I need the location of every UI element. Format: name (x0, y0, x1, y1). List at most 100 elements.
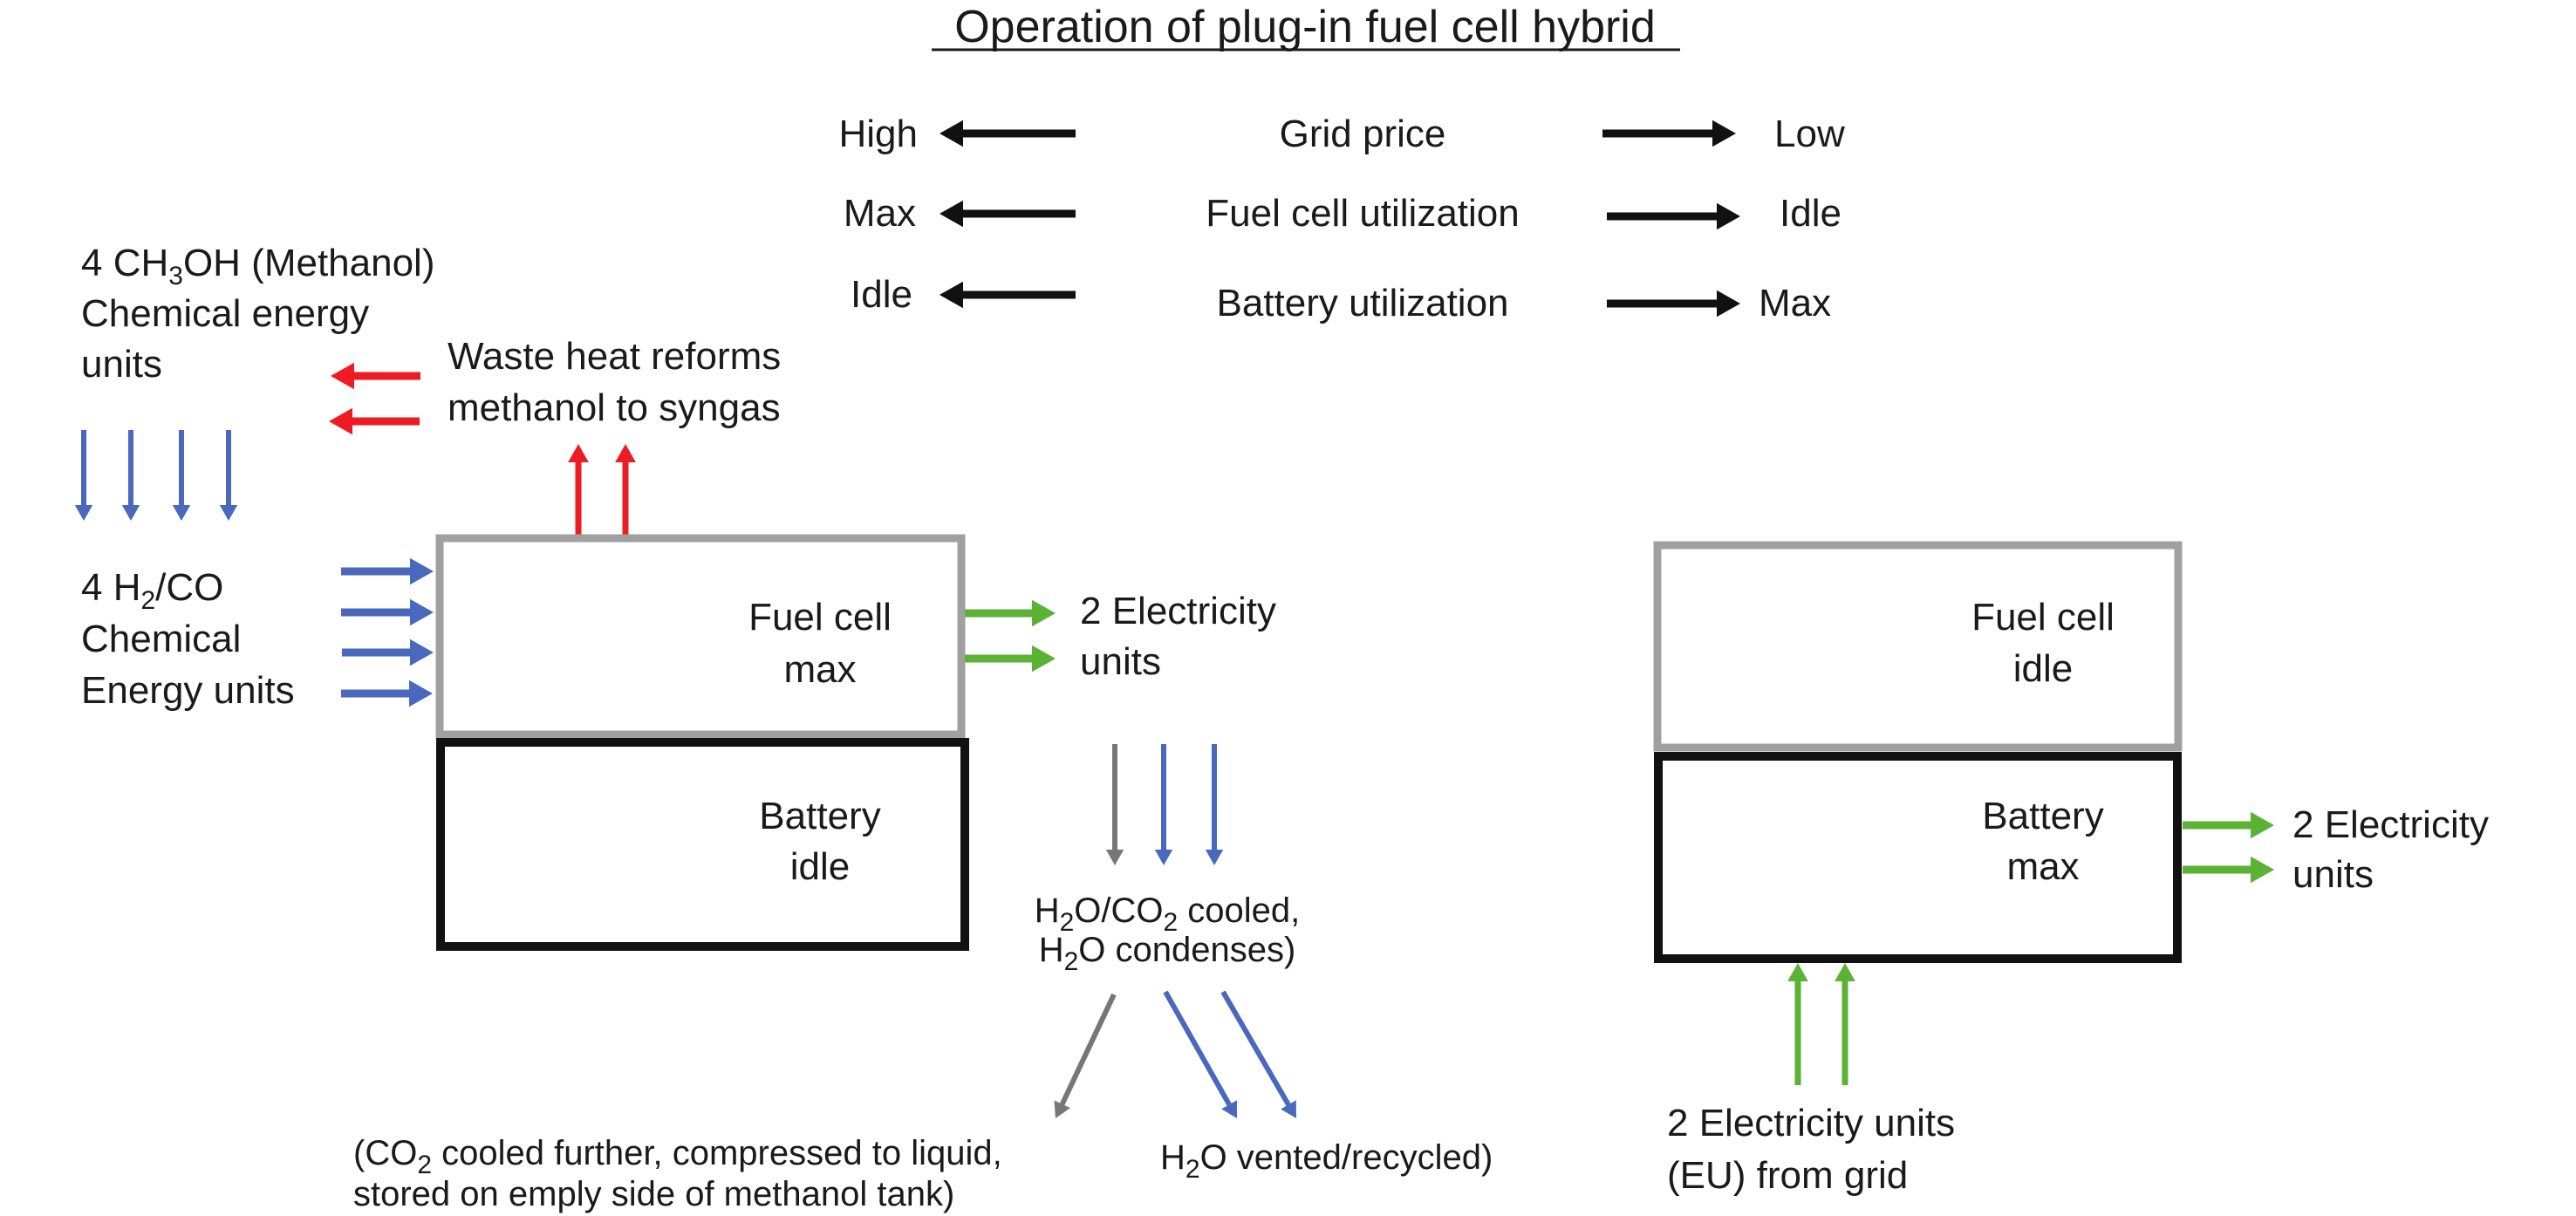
arrow-head (1717, 202, 1740, 230)
text-run: Chemical (81, 618, 241, 660)
subscript: 2 (1064, 947, 1079, 976)
text-run: stored on emply side of methanol tank) (353, 1175, 954, 1213)
text-run: Chemical energy (81, 292, 369, 335)
fuel-cell-frame (435, 534, 966, 739)
electricity-line-2: units (2292, 853, 2374, 896)
down-arrow-icon (1154, 744, 1173, 865)
text-run: (CO (353, 1134, 417, 1172)
right-arrow-icon (965, 645, 1056, 673)
arrow-shaft (1163, 990, 1232, 1106)
label-line: 4 CH3OH (Methanol) (81, 242, 434, 290)
up-arrow-icon (1787, 963, 1808, 1085)
grid-in-arrows (1787, 963, 1855, 1085)
electricity-out-label-right: 2 Electricity units (2292, 803, 2489, 896)
diagram-title: Operation of plug-in fuel cell hybrid (954, 2, 1656, 52)
arrow-head (329, 407, 352, 435)
arrow-head (940, 281, 963, 309)
subscript: 2 (1060, 908, 1075, 937)
legend-center-label: Fuel cell utilization (1206, 192, 1520, 235)
grid-in-line-1: 2 Electricity units (1667, 1102, 1955, 1144)
syngas-arrows (341, 557, 434, 707)
arrow-head (568, 444, 589, 462)
label-line: Energy units (81, 669, 295, 712)
fuel-cell-box-left: Fuel cell max (435, 534, 966, 739)
waste-heat-line-1: Waste heat reforms (448, 335, 781, 378)
legend: High Grid price Low Max Fuel cell utiliz… (839, 113, 1845, 324)
right-arrow-icon (2183, 811, 2274, 839)
left-mode-fuel-cell-max: 4 CH3OH (Methanol)Chemical energy units W… (74, 242, 1493, 1213)
label-line: stored on emply side of methanol tank) (353, 1175, 954, 1213)
text-run: 4 H (81, 566, 140, 609)
arrow-head (410, 598, 434, 626)
text-run: /CO (155, 566, 223, 609)
text-run: O condenses) (1078, 931, 1295, 969)
electricity-line-1: 2 Electricity (1080, 590, 1276, 632)
legend-center-label: Battery utilization (1216, 282, 1508, 324)
arrow-head (1205, 850, 1224, 865)
up-arrow-icon (615, 444, 636, 535)
text-run: 4 CH (81, 242, 168, 284)
title-group: Operation of plug-in fuel cell hybrid (932, 2, 1680, 52)
right-mode-battery-max: Fuel cell idle Battery max 2 Electricity… (1653, 541, 2489, 1197)
text-run: units (81, 343, 162, 386)
left-arrow-icon (940, 120, 1076, 147)
arrow-head (1054, 1100, 1070, 1118)
arrow-head (121, 505, 140, 521)
battery-box-right: Battery max (1654, 752, 2182, 963)
text-run: OH (Methanol) (183, 242, 435, 284)
electricity-out-label-left: 2 Electricity units (1080, 590, 1276, 683)
h2o-diagonal-arrow-icon (1220, 990, 1296, 1118)
legend-left-label: Idle (851, 273, 912, 316)
arrow-head (74, 505, 93, 521)
arrow-shaft (1220, 990, 1291, 1106)
text-run: H (1039, 931, 1064, 969)
arrow-head (410, 639, 434, 666)
arrow-head (331, 362, 354, 390)
co2-diagonal-arrow-icon (1054, 993, 1117, 1118)
battery-box-left: Battery idle (436, 738, 969, 951)
down-arrow-icon (1105, 744, 1124, 865)
arrow-head (1032, 645, 1056, 673)
right-arrow-icon (1607, 202, 1740, 230)
fuel-cell-state: idle (2013, 647, 2074, 690)
text-run: Energy units (81, 669, 295, 712)
down-arrow-icon (219, 430, 238, 521)
legend-row-fuel-cell-utilization: Max Fuel cell utilization Idle (844, 192, 1841, 235)
label-line: units (81, 343, 162, 386)
arrow-head (2251, 856, 2274, 884)
left-arrow-icon (940, 281, 1076, 309)
arrow-head (940, 200, 963, 228)
text-run: O/CO (1074, 892, 1163, 930)
left-arrow-icon (329, 407, 420, 435)
arrow-shaft (1059, 993, 1117, 1106)
grid-in-line-2: (EU) from grid (1667, 1154, 1908, 1197)
h2o-vent-label: H2O vented/recycled) (1160, 1138, 1493, 1184)
right-arrow-icon (341, 557, 434, 585)
arrow-head (410, 557, 434, 585)
arrow-head (172, 505, 191, 521)
arrow-head (1835, 963, 1855, 981)
subscript: 2 (140, 586, 155, 615)
legend-right-label: Max (1759, 282, 1831, 324)
methanol-label: 4 CH3OH (Methanol)Chemical energy units (81, 242, 434, 386)
arrow-head (1787, 963, 1808, 981)
legend-row-grid-price: High Grid price Low (839, 113, 1845, 155)
up-arrow-icon (568, 444, 589, 535)
right-arrow-icon (1607, 290, 1740, 318)
right-arrow-icon (341, 598, 434, 626)
subscript: 2 (417, 1151, 432, 1179)
legend-left-label: High (839, 113, 919, 155)
left-arrow-icon (331, 362, 420, 390)
exhaust-split-arrows (1054, 990, 1296, 1118)
electricity-line-1: 2 Electricity (2292, 803, 2489, 846)
arrow-head (1717, 290, 1740, 318)
label-line: H2O vented/recycled) (1160, 1138, 1493, 1184)
waste-heat-label: Waste heat reforms methanol to syngas (448, 335, 781, 429)
label-line: 4 H2/CO (81, 566, 223, 615)
electricity-out-arrows-right (2183, 811, 2274, 884)
label-line: H2O/CO2 cooled, (1035, 892, 1301, 937)
right-arrow-icon (342, 639, 434, 666)
electricity-out-arrows-left (965, 599, 1056, 673)
